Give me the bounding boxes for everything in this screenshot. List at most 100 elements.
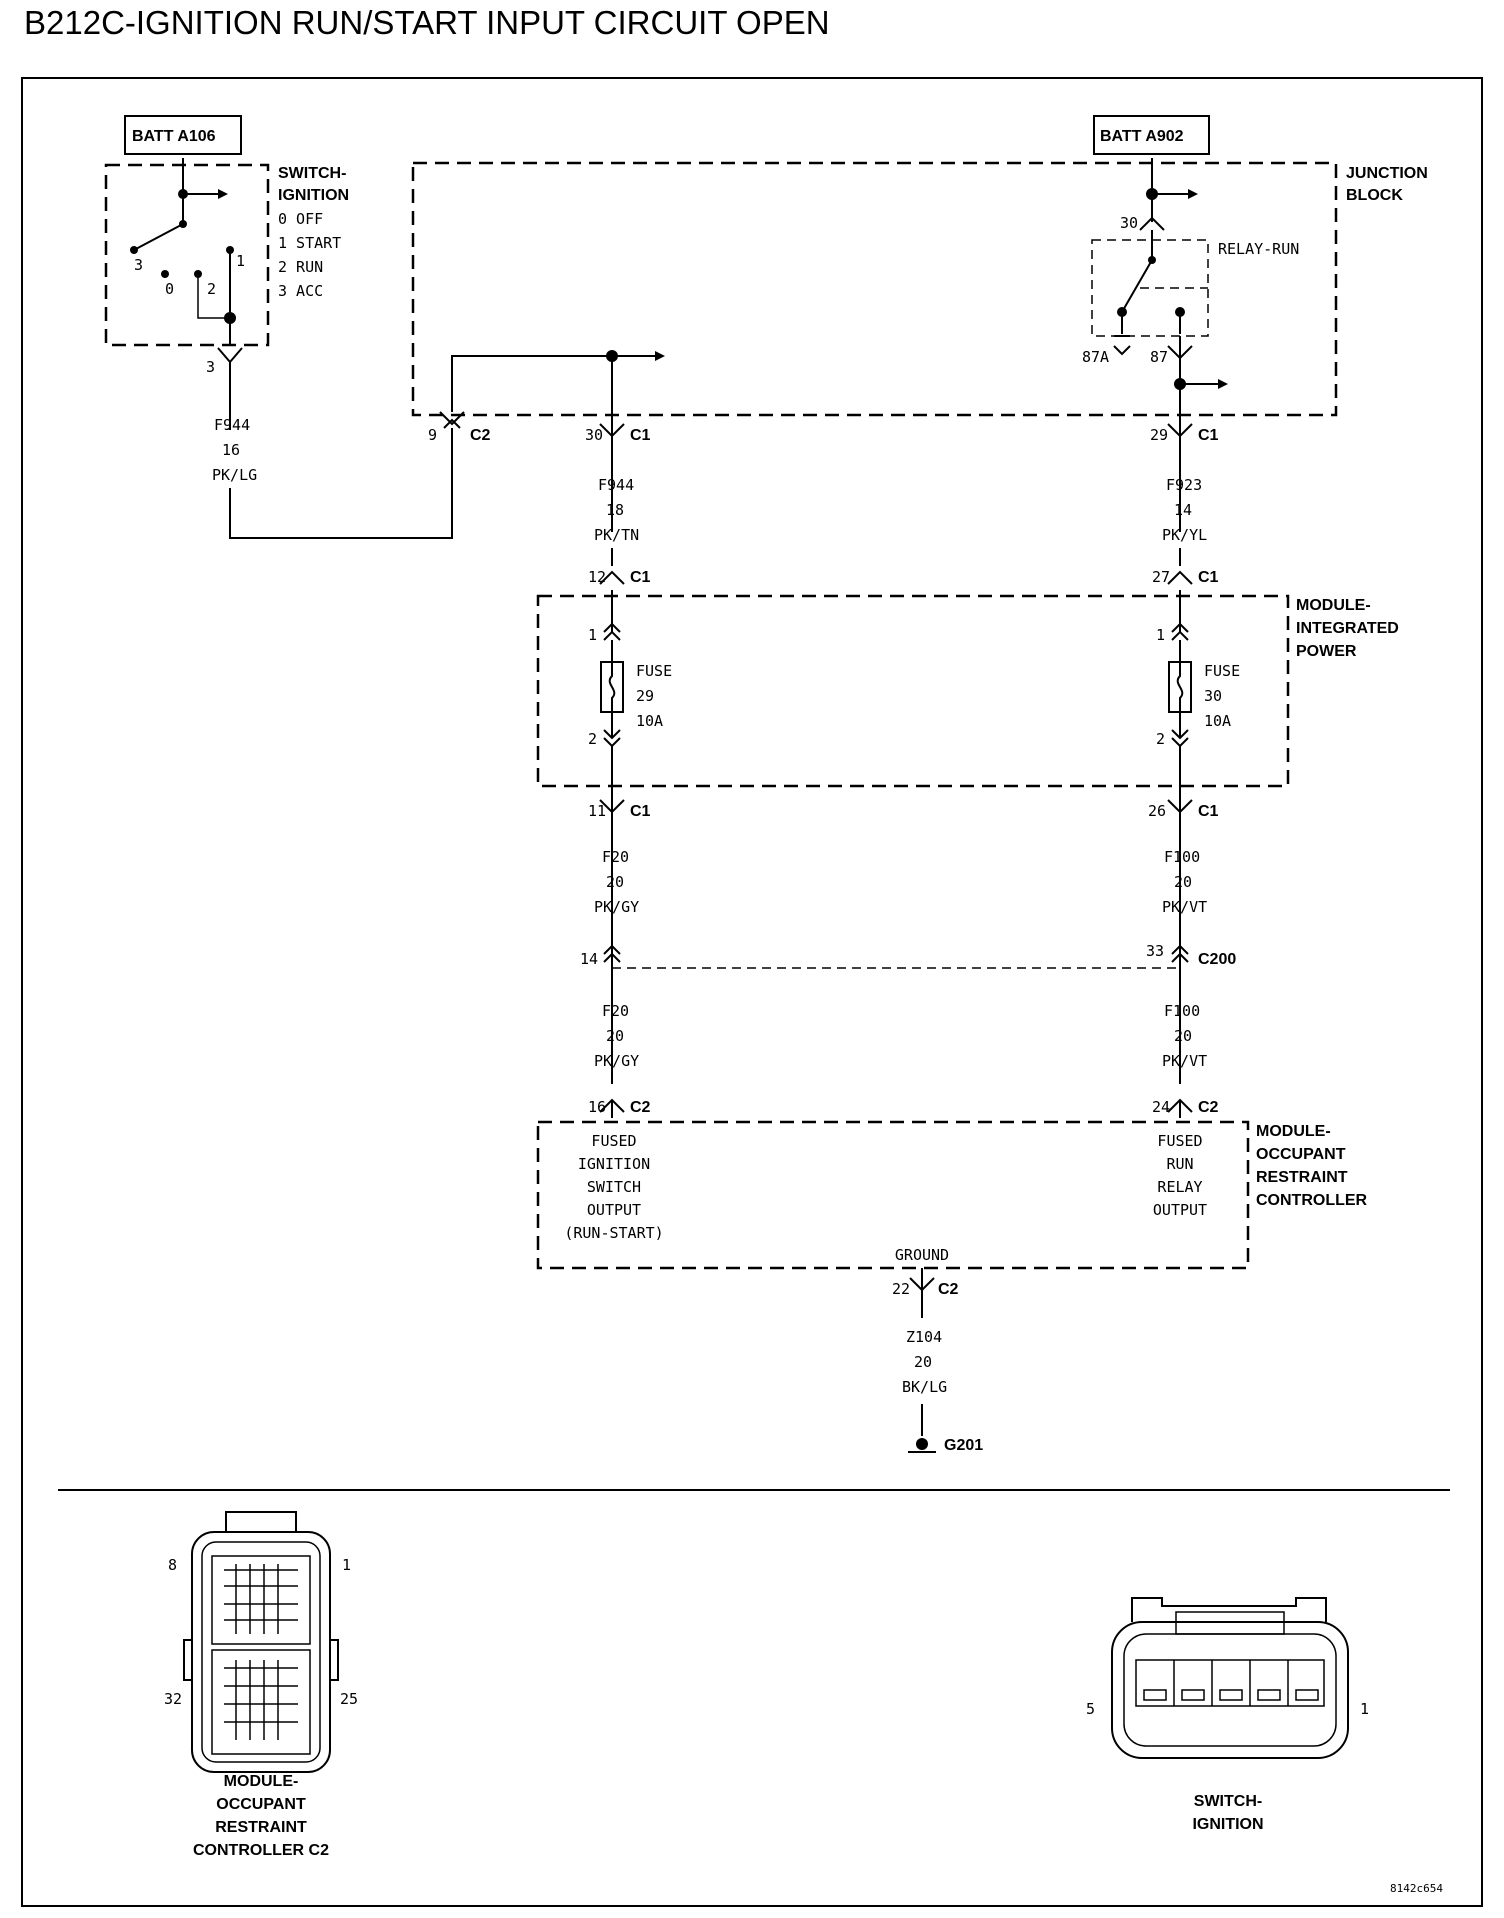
ground-icon	[916, 1438, 928, 1450]
fuse29-pin-2: 2	[588, 730, 597, 748]
wire-f100-lower-circuit: F100	[1164, 1002, 1200, 1020]
orc-c2-connector-view: 8 1 32 25 MODULE- OCCUPANT RESTRAINT CON…	[164, 1511, 358, 1859]
wire-f944-18-circuit: F944	[598, 476, 634, 494]
ipm-pin26-c1-label: C1	[1198, 803, 1219, 820]
switch-contact-2: 2	[207, 280, 216, 298]
wire-f923-14: F923 14 PK/YL	[1162, 476, 1207, 544]
c200-label: C200	[1198, 951, 1236, 968]
fuse30-pin-1: 1	[1156, 626, 1165, 644]
relay-pin-87a: 87A	[1082, 348, 1109, 366]
jb-pin-29: 29	[1150, 426, 1168, 444]
orc-name-2: OCCUPANT	[1256, 1146, 1346, 1163]
ipm-box	[536, 594, 1290, 788]
wire-f944-16	[229, 434, 453, 539]
ground-point-label: G201	[944, 1437, 983, 1454]
jb-pin-9: 9	[428, 426, 437, 444]
ipm-pin-27: 27	[1152, 568, 1170, 586]
ignition-switch-connector-view: 5 1 SWITCH- IGNITION	[1086, 1597, 1369, 1833]
orc-pin22-c2-label: C2	[938, 1281, 959, 1298]
switch-position-2: 2 RUN	[278, 258, 323, 276]
wire-f944-16-color: PK/LG	[212, 466, 257, 484]
relay-run-box	[1091, 239, 1209, 337]
orc-left-line-1: FUSED	[591, 1132, 636, 1150]
orc-pin-24: 24	[1152, 1098, 1170, 1116]
orc-c2-pin-1: 1	[342, 1556, 351, 1574]
orc-pin24-c2-label: C2	[1198, 1099, 1219, 1116]
wire-f944-16-circuit: F944	[214, 416, 250, 434]
orc-left-line-2: IGNITION	[578, 1155, 650, 1173]
switch-position-3: 3 ACC	[278, 282, 323, 300]
ipm-pin-26: 26	[1148, 802, 1166, 820]
switch-connector-caption-1: SWITCH-	[1194, 1793, 1262, 1810]
batt-a902-label: BATT A902	[1100, 128, 1184, 145]
switch-contact-1: 1	[236, 252, 245, 270]
jb-pin30-c1-label: C1	[630, 427, 651, 444]
ipm-pin12-c1-label: C1	[630, 569, 651, 586]
c200-pin-33: 33	[1146, 942, 1164, 960]
orc-right-line-1: FUSED	[1157, 1132, 1202, 1150]
switch-contact-0: 0	[165, 280, 174, 298]
ipm-pin27-c1-label: C1	[1198, 569, 1219, 586]
orc-right-line-4: OUTPUT	[1153, 1201, 1207, 1219]
wire-f100-upper-gauge: 20	[1174, 873, 1192, 891]
wire-f20-upper-color: PK/GY	[594, 898, 639, 916]
orc-name-4: CONTROLLER	[1256, 1192, 1368, 1209]
wire-f100-upper-color: PK/VT	[1162, 898, 1207, 916]
fuse29-rating: 10A	[636, 712, 663, 730]
orc-c2-pin-25: 25	[340, 1690, 358, 1708]
ignition-switch: BATT A106 SWITCH- IGNITION 0 OFF 1 START…	[104, 115, 453, 539]
switch-name-2: IGNITION	[278, 187, 349, 204]
relay-run-label: RELAY-RUN	[1218, 240, 1299, 258]
orc-name-3: RESTRAINT	[1256, 1169, 1348, 1186]
wire-f20-upper-gauge: 20	[606, 873, 624, 891]
fuse30-number: 30	[1204, 687, 1222, 705]
orc-c2-caption-2: OCCUPANT	[216, 1796, 306, 1813]
orc-left-line-3: SWITCH	[587, 1178, 641, 1196]
switch-connector-pin-1: 1	[1360, 1700, 1369, 1718]
orc-c2-pin-8: 8	[168, 1556, 177, 1574]
batt-a106-label: BATT A106	[132, 128, 216, 145]
ipm-pin-11: 11	[588, 802, 606, 820]
orc-right-line-2: RUN	[1166, 1155, 1193, 1173]
fuse30-pin-2: 2	[1156, 730, 1165, 748]
jb-pin-30: 30	[585, 426, 603, 444]
wire-f100-lower-color: PK/VT	[1162, 1052, 1207, 1070]
junction-block-connectors: 9 C2 30 C1 29 C1	[428, 411, 1219, 532]
wire-f20-lower-gauge: 20	[606, 1027, 624, 1045]
orc-name-1: MODULE-	[1256, 1123, 1331, 1140]
orc-c2-caption-1: MODULE-	[224, 1773, 299, 1790]
ground-circuit: 22 C2 Z104 20 BK/LG G201	[892, 1268, 983, 1454]
switch-pin-3: 3	[206, 358, 215, 376]
relay-pin-87: 87	[1150, 348, 1168, 366]
wire-z104-gauge: 20	[914, 1353, 932, 1371]
batt-a902-box	[1093, 115, 1210, 155]
fuse29-pin-1: 1	[588, 626, 597, 644]
diagram-title: B212C-IGNITION RUN/START INPUT CIRCUIT O…	[24, 4, 830, 41]
wire-f20-lower-circuit: F20	[602, 1002, 629, 1020]
wire-f944-18-gauge: 18	[606, 501, 624, 519]
orc-c2-connector-icon	[191, 1531, 331, 1773]
junction-block-name-1: JUNCTION	[1346, 165, 1428, 182]
orc-c2-pin-32: 32	[164, 1690, 182, 1708]
diagram-frame	[21, 77, 1483, 1907]
fuse29-label: FUSE	[636, 662, 672, 680]
fuse30-label: FUSE	[1204, 662, 1240, 680]
wire-f923-14-color: PK/YL	[1162, 526, 1207, 544]
wire-f100-lower: F100 20 PK/VT	[1162, 1002, 1207, 1070]
wire-f20-upper-circuit: F20	[602, 848, 629, 866]
orc-left-line-5: (RUN-START)	[564, 1224, 663, 1242]
connector-c200: 14 33 C200	[580, 942, 1236, 1084]
wire-z104-color: BK/LG	[902, 1378, 947, 1396]
fuse30-rating: 10A	[1204, 712, 1231, 730]
wire-f20-upper: F20 20 PK/GY	[594, 848, 639, 916]
orc-box	[536, 1120, 1250, 1270]
occupant-restraint-controller: MODULE- OCCUPANT RESTRAINT CONTROLLER FU…	[536, 1120, 1368, 1270]
junction-block-name-2: BLOCK	[1346, 187, 1403, 204]
c200-pin-14: 14	[580, 950, 598, 968]
switch-contact-3: 3	[134, 256, 143, 274]
wire-f100-upper-circuit: F100	[1164, 848, 1200, 866]
orc-ground-label: GROUND	[895, 1246, 949, 1264]
integrated-power-module: MODULE- INTEGRATED POWER 1 FUSE 29 10A 2…	[536, 590, 1399, 792]
jb-c2-label: C2	[470, 427, 491, 444]
orc-pin-22: 22	[892, 1280, 910, 1298]
